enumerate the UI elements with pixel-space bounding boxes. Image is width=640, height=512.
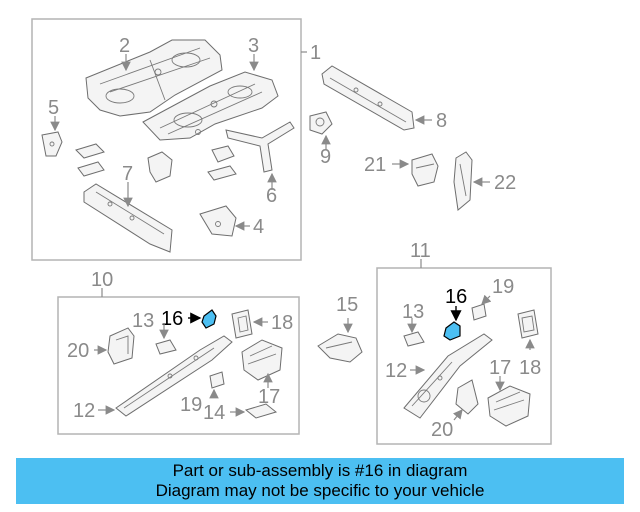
callout-9: 9 [320, 146, 331, 168]
part-12-rail [115, 335, 233, 417]
part-19-clip-b [471, 303, 487, 321]
group-1-small-brackets [75, 143, 237, 183]
part-6-cross-member [225, 121, 295, 173]
part-12-rail-b [403, 333, 493, 419]
part-7-side-rail [83, 183, 173, 253]
part-15-bracket [317, 333, 363, 363]
callout-20: 20 [67, 340, 89, 362]
callout-15: 15 [336, 294, 358, 316]
part-21-bracket [411, 153, 439, 187]
part-22-pillar-bracket [453, 151, 473, 211]
callout-8: 8 [436, 110, 447, 132]
callout-7: 7 [122, 163, 133, 185]
callout-20-b: 20 [431, 419, 453, 441]
part-20-bracket-b [455, 379, 479, 415]
callout-11: 11 [410, 240, 431, 262]
callout-19: 19 [180, 394, 202, 416]
part-9-mount [309, 111, 333, 135]
part-2-front-floor-pan [85, 39, 223, 117]
callout-6: 6 [266, 185, 277, 207]
part-16-highlighted [201, 309, 217, 329]
callout-19-b: 19 [492, 276, 514, 298]
callout-13: 13 [132, 310, 154, 332]
callout-1: 1 [310, 42, 321, 64]
part-17-reinforcement-b [487, 385, 531, 427]
callout-14: 14 [203, 402, 225, 424]
part-18-bracket-b [517, 309, 539, 339]
info-banner: Part or sub-assembly is #16 in diagram D… [16, 458, 624, 504]
part-16-highlighted-2 [443, 321, 461, 341]
part-17-reinforcement [241, 339, 283, 381]
callout-21: 21 [364, 154, 386, 176]
callout-18-b: 18 [519, 357, 541, 379]
callout-3: 3 [248, 35, 259, 57]
part-19-clip [209, 371, 225, 389]
callout-22: 22 [494, 172, 516, 194]
callout-5: 5 [48, 97, 59, 119]
callout-17-b: 17 [489, 357, 511, 379]
callout-4: 4 [253, 216, 264, 238]
part-14-plate [244, 403, 278, 419]
callout-2: 2 [119, 35, 130, 57]
callout-12-b: 12 [385, 360, 407, 382]
callout-16-b: 16 [445, 286, 467, 308]
callout-17: 17 [258, 386, 280, 408]
group-box-11 [376, 267, 552, 445]
part-4-gusset [199, 205, 237, 237]
callout-12: 12 [73, 400, 95, 422]
callout-16: 16 [161, 308, 183, 330]
callout-13-b: 13 [402, 301, 424, 323]
group-box-10 [57, 296, 300, 435]
part-18-bracket [231, 309, 253, 339]
part-3-rear-floor-pan [142, 71, 279, 141]
part-8-rail [321, 65, 415, 131]
part-20-bracket [107, 327, 135, 365]
banner-line-2: Diagram may not be specific to your vehi… [155, 481, 485, 500]
callout-10: 10 [91, 269, 113, 291]
group-box-1 [31, 18, 302, 261]
callout-18: 18 [271, 312, 293, 334]
banner-line-1: Part or sub-assembly is #16 in diagram [172, 461, 468, 480]
part-13-clip-b [403, 331, 425, 347]
part-13-clip [155, 339, 177, 355]
part-5-bracket [41, 131, 63, 157]
